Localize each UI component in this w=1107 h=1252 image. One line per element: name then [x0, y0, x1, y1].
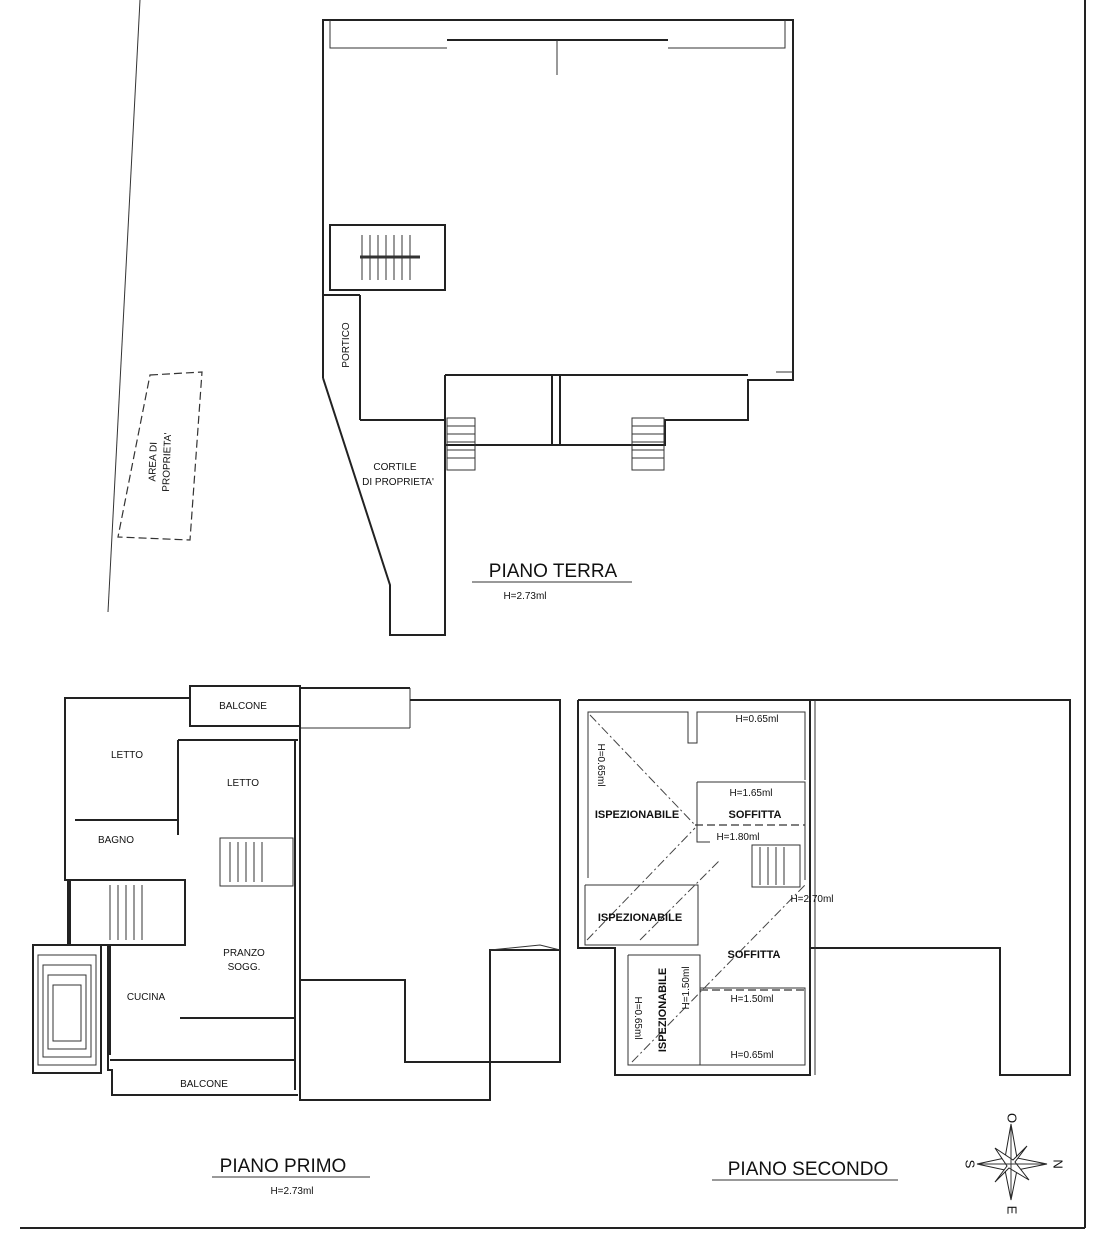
height-left-vert-2: H=1.50ml — [681, 966, 692, 1009]
room-letto-2: LETTO — [227, 778, 259, 789]
first-floor-plan: BALCONE LETTO LETTO BAGNO PRANZO SOGG. C… — [32, 685, 561, 1197]
height-mid: H=1.50ml — [730, 994, 773, 1005]
height-isp3: H=0.65ml — [632, 996, 643, 1039]
compass-north: N — [1051, 1159, 1066, 1168]
room-balcone-top: BALCONE — [219, 701, 267, 712]
portico-label: PORTICO — [341, 322, 352, 368]
second-floor-title: PIANO SECONDO — [728, 1159, 888, 1180]
height-center: H=1.80ml — [716, 832, 759, 843]
room-balcone-bottom: BALCONE — [180, 1079, 228, 1090]
room-ispezionabile-1: ISPEZIONABILE — [595, 809, 679, 821]
room-cucina: CUCINA — [127, 992, 166, 1003]
first-floor-height: H=2.73ml — [270, 1186, 313, 1197]
room-bagno: BAGNO — [98, 835, 134, 846]
property-area-label-2: PROPRIETA' — [161, 433, 174, 492]
property-area: AREA DI PROPRIETA' — [107, 0, 203, 613]
height-top-right: H=0.65ml — [735, 714, 778, 725]
room-soffitta-1: SOFFITTA — [729, 809, 782, 821]
room-pranzo-1: PRANZO — [223, 948, 265, 959]
compass-west: O — [1005, 1113, 1020, 1123]
height-soffitta-top: H=1.65ml — [729, 788, 772, 799]
room-ispezionabile-3: ISPEZIONABILE — [657, 968, 669, 1052]
property-area-label-1: AREA DI — [147, 442, 159, 482]
courtyard-label-1: CORTILE — [373, 462, 416, 473]
room-soffitta-2: SOFFITTA — [728, 949, 781, 961]
compass-east: E — [1005, 1206, 1020, 1215]
external-stairs — [32, 944, 102, 1074]
compass-rose-icon: O N E S — [963, 1113, 1066, 1215]
height-stairs: H=2.70ml — [790, 894, 833, 905]
courtyard-label-2: DI PROPRIETA' — [362, 477, 434, 488]
room-ispezionabile-2: ISPEZIONABILE — [598, 912, 682, 924]
room-letto-1: LETTO — [111, 750, 143, 761]
compass-south: S — [963, 1160, 978, 1169]
first-floor-title: PIANO PRIMO — [220, 1156, 347, 1177]
ground-floor-title: PIANO TERRA — [489, 561, 618, 582]
ground-floor-height: H=2.73ml — [503, 591, 546, 602]
ground-floor-plan: PORTICO CORTILE DI PROPRIETA' PIANO TERR… — [322, 19, 794, 636]
second-floor-plan: ISPEZIONABILE SOFFITTA ISPEZIONABILE SOF… — [577, 699, 1071, 1181]
height-left-vertical: H=0.65ml — [595, 743, 606, 786]
height-bottom: H=0.65ml — [730, 1050, 773, 1061]
room-pranzo-2: SOGG. — [228, 962, 261, 973]
